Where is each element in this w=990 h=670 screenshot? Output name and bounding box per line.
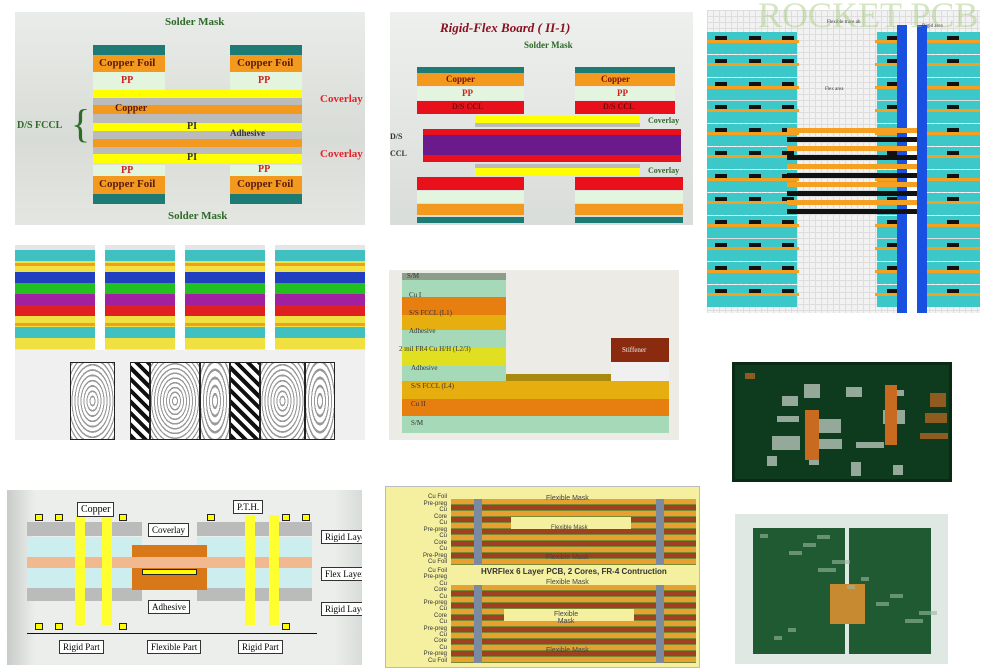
watermark-rocket-pcb: ROCKET PCB — [758, 0, 979, 35]
panel-3d-stackup: S/M Cu I S/S FCCL (L1) Adhesive 2 mil FR… — [389, 270, 679, 440]
label-copper: Copper — [446, 74, 475, 84]
pcb-photo-rigid-flex-board — [735, 514, 948, 664]
label-flex-layer: Flex Layer — [321, 567, 362, 581]
panel-rigid-flex-board: Rigid-Flex Board ( II-1) Solder Mask Cop… — [390, 12, 693, 225]
diagram-title: HVRFlex 6 Layer PCB, 2 Cores, FR-4 Contr… — [481, 567, 667, 576]
label-layer: Cu II — [411, 400, 426, 408]
layer-label: Pre-preg — [423, 526, 447, 533]
label-flexible-trace: Flexible trace ab — [827, 20, 861, 25]
label-ds-ccl: D/S CCL — [452, 102, 484, 111]
label-layer: 2 mil FR4 Cu H/H (L2/3) — [399, 345, 471, 353]
layer-label: Cu — [439, 593, 447, 600]
label-flexible-part: Flexible Part — [147, 640, 202, 654]
panel-rigid-flex-parts: Copper P.T.H. Coverlay Adhesive Rigid La… — [7, 490, 362, 665]
panel-rigid-flex-cross-section: Flexible trace ab Rigid area Flex area — [707, 10, 980, 313]
label-ds: D/S — [390, 132, 403, 141]
layer-label: Pre-preg — [423, 625, 447, 632]
label-layer: S/S FCCL (L1) — [409, 309, 452, 317]
label-inner-flexible-mask: Flexible Mask — [551, 525, 588, 531]
label-copper-foil: Copper Foil — [237, 57, 294, 69]
label-flexible-mask: Flexible Mask — [546, 554, 589, 561]
label-adhesive: Adhesive — [148, 600, 190, 614]
label-pp: PP — [258, 75, 271, 86]
label-flex-area: Flex area — [825, 87, 844, 92]
label-flexible-mask: Flexible Mask — [546, 647, 589, 654]
label-copper-foil: Copper Foil — [99, 57, 156, 69]
label-solder-mask-top: Solder Mask — [165, 16, 225, 28]
label-copper: Copper — [77, 502, 115, 517]
diagram-title: Rigid-Flex Board ( II-1) — [440, 20, 571, 35]
layer-label: Core — [433, 513, 447, 520]
label-coverlay: Coverlay — [148, 523, 189, 537]
label-solder-mask: Solder Mask — [524, 40, 573, 50]
layer-label: Core — [433, 539, 447, 546]
layer-label: Cu — [439, 644, 447, 651]
layer-label: Cu — [439, 507, 447, 513]
layer-label: Cu — [439, 520, 447, 526]
layer-label: Cu — [439, 632, 447, 638]
panel-flex-stackup-diagram: Solder Mask Copper Foil Copper Foil PP P… — [15, 12, 365, 225]
label-pp: PP — [121, 75, 134, 86]
label-inner-flexible-mask: Flexible Mask — [554, 611, 579, 625]
layer-label: Pre-Preg — [422, 552, 447, 559]
label-pp: PP — [617, 88, 628, 98]
label-flexible-mask: Flexible Mask — [546, 579, 589, 586]
label-flexible-mask: Flexible Mask — [546, 495, 589, 502]
label-coverlay: Coverlay — [320, 148, 363, 160]
panel-layer-stack-and-drawings — [15, 245, 365, 440]
label-layer: Cu I — [409, 291, 422, 299]
layer-label: Cu — [439, 580, 447, 587]
label-rigid-part-right: Rigid Part — [238, 640, 283, 654]
layer-label: Cu Foil — [427, 568, 447, 574]
label-layer: S/M — [411, 419, 424, 427]
label-layer: Adhesive — [411, 364, 438, 372]
layer-label: Core — [433, 612, 447, 619]
label-layer: Adhesive — [409, 327, 436, 335]
label-rigid-layer-bottom: Rigid Layer — [321, 602, 362, 616]
label-rigid-part-left: Rigid Part — [59, 640, 104, 654]
label-ccl: CCL — [390, 149, 407, 158]
label-pth: P.T.H. — [233, 500, 264, 514]
label-copper-foil: Copper Foil — [99, 178, 156, 190]
layer-label: Cu — [439, 619, 447, 626]
label-pp: PP — [258, 164, 271, 175]
label-layer: S/M — [407, 272, 420, 280]
label-stiffener: Stiffener — [622, 346, 647, 354]
label-adhesive: Adhesive — [230, 128, 266, 138]
label-pp: PP — [462, 88, 473, 98]
layer-label: Pre-preg — [423, 651, 447, 658]
layer-label: Pre-preg — [423, 600, 447, 606]
label-pi: PI — [187, 121, 197, 132]
layer-label: Pre-preg — [423, 500, 447, 507]
label-coverlay: Coverlay — [648, 116, 680, 125]
layer-label: Core — [433, 638, 447, 645]
label-coverlay: Coverlay — [320, 93, 363, 105]
label-copper-foil: Copper Foil — [237, 178, 294, 190]
layer-label: Cu — [439, 606, 447, 613]
label-ds-ccl: D/S CCL — [603, 102, 635, 111]
label-ds-fccl: D/S FCCL — [17, 120, 63, 131]
layer-label: Core — [433, 587, 447, 594]
layer-label: Cu Foil — [427, 494, 447, 500]
label-solder-mask-bottom: Solder Mask — [168, 210, 228, 222]
label-rigid-layer-top: Rigid Layer — [321, 530, 362, 544]
layer-label: Cu — [439, 546, 447, 552]
brace-icon: { — [71, 101, 91, 146]
label-copper: Copper — [601, 74, 630, 84]
label-coverlay: Coverlay — [648, 166, 680, 175]
layer-label: Cu — [439, 533, 447, 539]
layer-label: Cu Foil — [427, 657, 447, 664]
label-pi: PI — [187, 152, 197, 163]
layer-label: Pre-preg — [423, 574, 447, 581]
pcb-photo-green-board — [732, 362, 952, 482]
label-pp: PP — [121, 165, 134, 176]
label-layer: S/S FCCL (L4) — [411, 382, 454, 390]
panel-hvrflex-6-layer: HVRFlex 6 Layer PCB, 2 Cores, FR-4 Contr… — [385, 486, 700, 668]
label-rigid-area: Rigid area — [922, 24, 943, 29]
layer-label: Cu Foil — [427, 559, 447, 565]
label-copper: Copper — [115, 103, 148, 114]
